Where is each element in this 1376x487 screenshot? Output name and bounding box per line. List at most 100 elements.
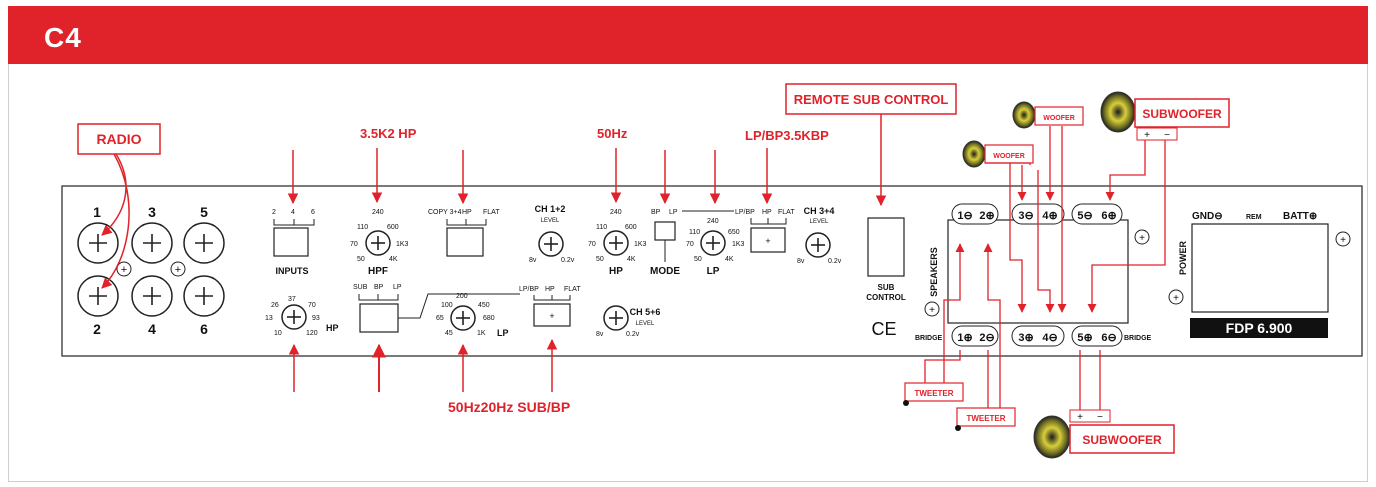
speaker-icon — [1033, 415, 1071, 459]
svg-text:+: + — [1077, 412, 1083, 423]
svg-text:6⊕: 6⊕ — [1101, 210, 1116, 222]
svg-text:110: 110 — [689, 229, 700, 236]
svg-text:45: 45 — [445, 330, 453, 337]
lpbp-switch: LP/BP3.5KBP LP/BP HP FLAT + — [735, 128, 829, 253]
svg-text:70: 70 — [686, 241, 694, 248]
hpf-label: HPF — [368, 266, 388, 277]
woofer-callout-2: WOOFER — [1012, 101, 1084, 129]
hp2-knob: 37 26 70 13 93 10 120 HP — [265, 296, 339, 392]
svg-text:26: 26 — [271, 302, 279, 309]
svg-text:CH 1+2: CH 1+2 — [535, 204, 566, 214]
svg-text:3⊖: 3⊖ — [1018, 210, 1033, 222]
svg-text:50: 50 — [694, 256, 702, 263]
svg-text:−: − — [1097, 412, 1103, 423]
svg-text:+: + — [549, 311, 554, 321]
svg-text:110: 110 — [357, 224, 368, 231]
bottom-setting-label: 50Hz20Hz SUB/BP — [448, 399, 570, 415]
hp-freq-label: 50Hz — [597, 126, 628, 141]
input-number-3: 3 — [148, 204, 156, 220]
power-block: GND⊖ REM BATT⊕ POWER + + FDP 6.900 — [1168, 211, 1351, 338]
svg-text:0.2v: 0.2v — [561, 257, 575, 264]
svg-text:LEVEL: LEVEL — [541, 218, 560, 224]
svg-text:6⊖: 6⊖ — [1101, 332, 1116, 344]
svg-text:+: + — [929, 305, 935, 316]
svg-text:BRIDGE: BRIDGE — [1124, 335, 1152, 342]
svg-text:4K: 4K — [389, 256, 398, 263]
svg-text:SPEAKERS: SPEAKERS — [929, 247, 939, 297]
svg-text:450: 450 — [478, 302, 490, 309]
ch56-level-knob: CH 5+6 LEVEL 8v 0.2v — [596, 305, 661, 338]
svg-text:WOOFER: WOOFER — [1043, 115, 1075, 122]
svg-text:SUB: SUB — [353, 284, 368, 291]
svg-text:1K3: 1K3 — [634, 241, 647, 248]
svg-text:4⊕: 4⊕ — [1042, 210, 1057, 222]
svg-text:65: 65 — [436, 315, 444, 322]
svg-text:0.2v: 0.2v — [828, 258, 842, 265]
svg-text:REM: REM — [1246, 214, 1262, 221]
svg-text:1K3: 1K3 — [396, 241, 409, 248]
mode-switch: BP LP MODE — [650, 150, 734, 277]
inputs-option-4: 4 — [291, 209, 295, 216]
mode-label: MODE — [650, 266, 680, 277]
svg-text:70: 70 — [588, 241, 596, 248]
svg-text:2⊕: 2⊕ — [979, 210, 994, 222]
hp2-label: HP — [326, 323, 339, 333]
model-label: FDP 6.900 — [1226, 320, 1293, 336]
svg-text:+: + — [765, 236, 770, 246]
hp-label: HP — [609, 266, 623, 277]
svg-text:4K: 4K — [627, 256, 636, 263]
page-title: C4 — [44, 22, 82, 53]
svg-text:SUBWOOFER: SUBWOOFER — [1082, 433, 1162, 447]
svg-text:+: + — [175, 264, 181, 276]
svg-text:TWEETER: TWEETER — [914, 389, 953, 398]
speaker-icon — [962, 140, 986, 168]
svg-text:240: 240 — [707, 218, 719, 225]
tweeter-callout-2: TWEETER — [955, 407, 1016, 431]
lp2-knob: 200 100 450 65 680 45 1K LP — [436, 293, 509, 392]
svg-text:FLAT: FLAT — [564, 286, 581, 293]
svg-text:LP/BP: LP/BP — [519, 286, 539, 293]
svg-text:FLAT: FLAT — [778, 209, 795, 216]
woofer-callout-1: WOOFER — [962, 140, 1034, 168]
subwoofer-callout-bottom: SUBWOOFER + − — [1033, 409, 1175, 459]
svg-text:50: 50 — [596, 256, 604, 263]
svg-text:WOOFER: WOOFER — [993, 153, 1025, 160]
svg-text:70: 70 — [350, 241, 358, 248]
remote-sub-control: REMOTE SUB CONTROL SUB CONTROL CE — [785, 83, 957, 339]
svg-text:LP/BP: LP/BP — [735, 209, 755, 216]
svg-text:HP: HP — [545, 286, 555, 293]
speaker-icon — [1100, 91, 1136, 133]
svg-text:37: 37 — [288, 296, 296, 303]
speaker-icon — [1012, 101, 1036, 129]
inputs-option-2: 2 — [272, 209, 276, 216]
svg-text:+: + — [1139, 233, 1145, 244]
svg-text:FLAT: FLAT — [483, 209, 500, 216]
hpf-knob: 3.5K2 HP 240 110 600 70 1K3 50 4K HPF — [350, 126, 417, 277]
input-number-4: 4 — [148, 321, 156, 337]
svg-text:5⊕: 5⊕ — [1077, 332, 1092, 344]
svg-text:+: + — [121, 264, 127, 276]
svg-text:50: 50 — [357, 256, 365, 263]
svg-text:SUB: SUB — [878, 283, 895, 292]
radio-callout: RADIO — [96, 131, 141, 147]
svg-text:CH 5+6: CH 5+6 — [630, 307, 661, 317]
svg-text:93: 93 — [312, 315, 320, 322]
svg-text:240: 240 — [372, 209, 384, 216]
svg-text:LP: LP — [393, 284, 402, 291]
svg-text:650: 650 — [728, 229, 740, 236]
tweeter-callout-1: TWEETER — [903, 382, 964, 406]
lp-label: LP — [707, 266, 720, 277]
svg-text:+: + — [1144, 130, 1150, 141]
svg-text:100: 100 — [441, 302, 453, 309]
svg-text:600: 600 — [625, 224, 637, 231]
lp-setting-label: LP/BP3.5KBP — [745, 128, 829, 143]
svg-text:1⊕: 1⊕ — [957, 332, 972, 344]
svg-text:SUBWOOFER: SUBWOOFER — [1142, 107, 1222, 121]
inputs-label: INPUTS — [275, 266, 308, 276]
svg-text:4K: 4K — [725, 256, 734, 263]
sub-bp-lp-switch: SUB BP LP — [353, 284, 520, 392]
input-number-6: 6 — [200, 321, 208, 337]
svg-text:CH 3+4: CH 3+4 — [804, 206, 835, 216]
svg-text:680: 680 — [483, 315, 495, 322]
